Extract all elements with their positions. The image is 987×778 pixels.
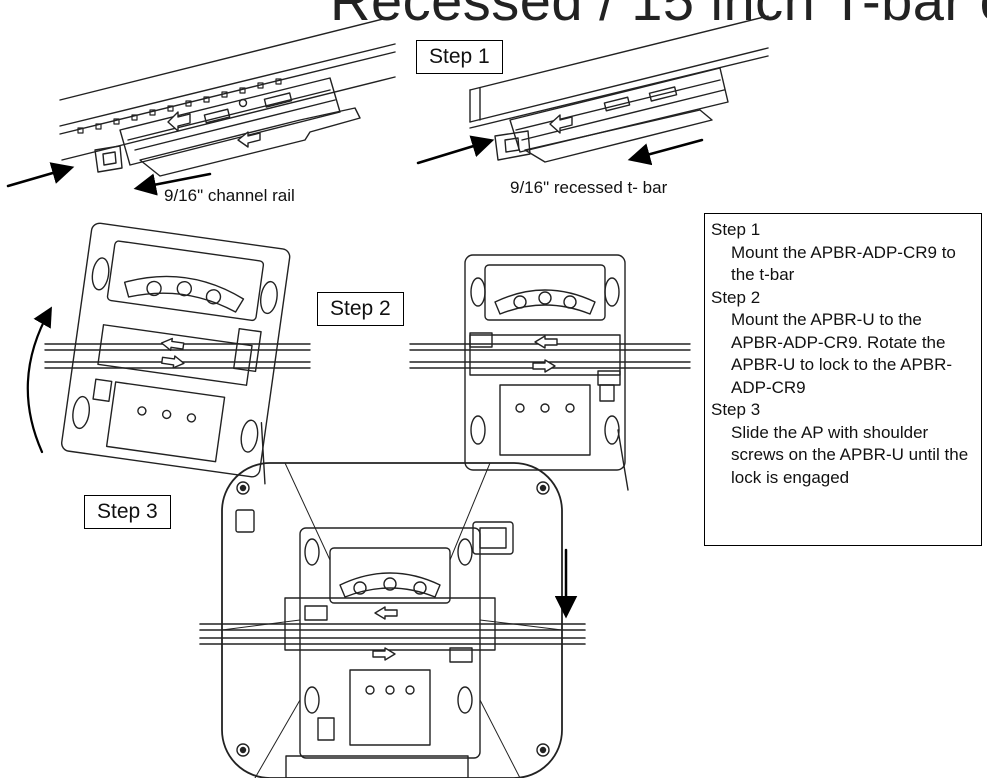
instruction-step3-heading: Step 3 xyxy=(711,400,761,419)
channel-rail-caption: 9/16" channel rail xyxy=(164,186,295,205)
recessed-tbar-drawing xyxy=(416,15,769,166)
step2-label: Step 2 xyxy=(317,292,404,326)
step3-access-point xyxy=(199,462,586,778)
instruction-step3-body: Slide the AP with shoulder screws on the… xyxy=(731,422,969,487)
recessed-tbar-caption: 9/16" recessed t- bar xyxy=(510,178,668,197)
instructions-box: Step 1 Mount the APBR-ADP-CR9 to the t-b… xyxy=(704,213,982,546)
step2-locked-bracket xyxy=(409,254,691,491)
step2-rotated-bracket xyxy=(26,222,311,485)
page-title: Recessed / 15 inch T-bar or channel rail xyxy=(330,0,987,32)
instruction-step1-body: Mount the APBR-ADP-CR9 to the t-bar xyxy=(731,242,956,285)
instruction-step2-heading: Step 2 xyxy=(711,287,761,307)
channel-rail-drawing xyxy=(6,15,396,196)
step1-label: Step 1 xyxy=(416,40,503,74)
step3-label: Step 3 xyxy=(84,495,171,529)
instruction-step1-heading: Step 1 xyxy=(711,220,761,239)
instruction-step2-body: Mount the APBR-U to the APBR-ADP-CR9. Ro… xyxy=(731,310,953,397)
